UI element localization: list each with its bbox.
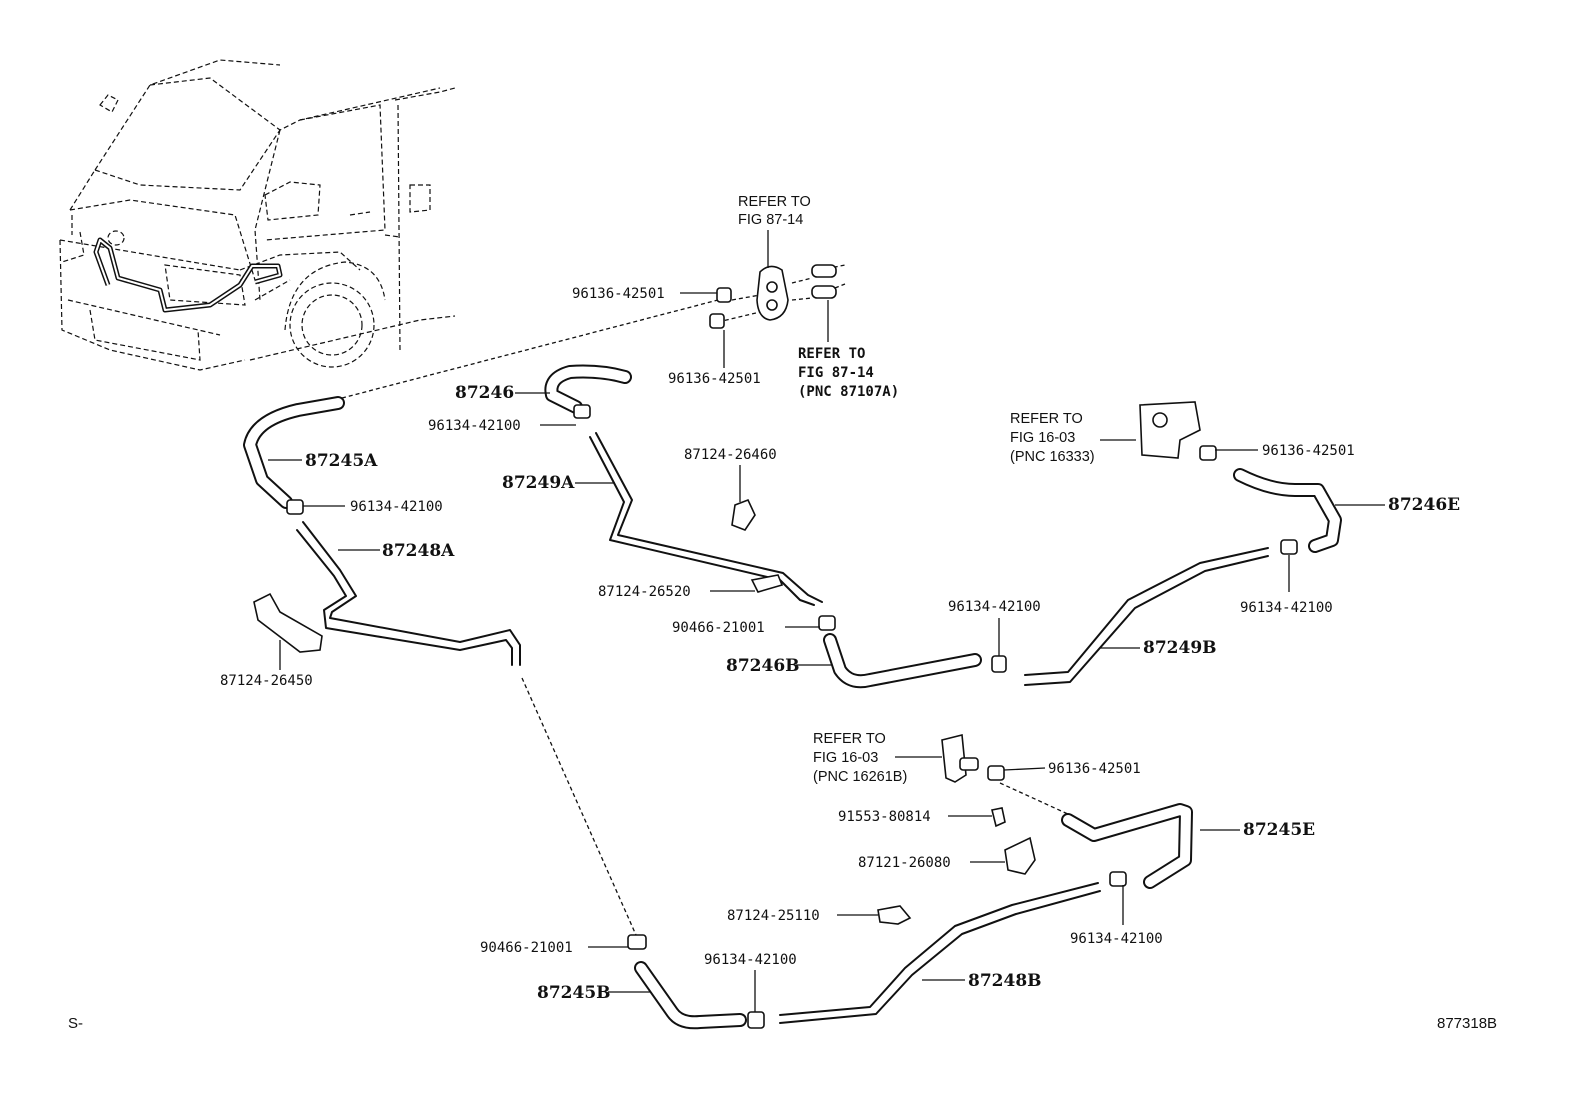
figure-number: 877318B bbox=[1437, 1015, 1497, 1032]
ref-label: (PNC 16333) bbox=[1010, 449, 1095, 465]
part-number: 96134-42100 bbox=[704, 952, 797, 968]
fitting-icon bbox=[941, 733, 967, 783]
part-number: 96136-42501 bbox=[1048, 761, 1141, 777]
part-number: 87245E bbox=[1243, 820, 1315, 840]
part-number: 87246E bbox=[1388, 495, 1460, 515]
part-number: 96134-42100 bbox=[1240, 600, 1333, 616]
part-number: 96134-42100 bbox=[948, 599, 1041, 615]
footer-left-code: S- bbox=[68, 1015, 83, 1032]
part-number: 96136-42501 bbox=[1262, 443, 1355, 459]
ref-label: FIG 16-03 bbox=[1010, 430, 1075, 446]
part-number: 87121-26080 bbox=[858, 855, 951, 871]
vehicle-illustration bbox=[59, 59, 456, 371]
clamp-icon bbox=[286, 499, 304, 515]
part-number: 96136-42501 bbox=[572, 286, 665, 302]
dashed-connections bbox=[341, 264, 1071, 936]
part-number: 87124-26460 bbox=[684, 447, 777, 463]
part-number: 87249B bbox=[1143, 638, 1217, 658]
part-number: 87124-25110 bbox=[727, 908, 820, 924]
clamp-icon bbox=[573, 404, 591, 419]
clamp-icon bbox=[991, 655, 1007, 673]
hoses bbox=[243, 364, 1342, 1030]
clip-icon bbox=[253, 592, 323, 653]
part-number: 87124-26450 bbox=[220, 673, 313, 689]
part-number: 87245B bbox=[537, 983, 611, 1003]
leader-lines bbox=[268, 230, 1385, 1012]
ref-label: (PNC 16261B) bbox=[813, 769, 907, 785]
part-number: 87246B bbox=[726, 656, 800, 676]
clip-icon bbox=[877, 905, 912, 925]
part-number: 87246 bbox=[455, 383, 514, 403]
clamp-icon bbox=[987, 765, 1005, 781]
ref-label: REFER TO bbox=[1010, 411, 1083, 427]
ref-label: FIG 87-14 bbox=[798, 365, 874, 381]
clamp-icon bbox=[1109, 871, 1127, 887]
hose-87248B bbox=[779, 882, 1101, 1024]
part-number: 96134-42100 bbox=[428, 418, 521, 434]
part-number: 90466-21001 bbox=[480, 940, 573, 956]
hose-87249B bbox=[1024, 547, 1269, 686]
clamp-icon bbox=[709, 313, 725, 329]
part-number: 91553-80814 bbox=[838, 809, 931, 825]
part-number: 96136-42501 bbox=[668, 371, 761, 387]
clamp-icon bbox=[627, 934, 647, 950]
labels: REFER TO FIG 87-14 96136-42501 REFER TO … bbox=[68, 194, 1497, 1032]
clamp-icon bbox=[747, 1011, 765, 1029]
ref-label: FIG 16-03 bbox=[813, 750, 878, 766]
grommet-icon bbox=[756, 265, 789, 321]
part-number: 87248B bbox=[968, 971, 1042, 991]
clamp-icon bbox=[818, 615, 836, 631]
ref-label: (PNC 87107A) bbox=[798, 384, 899, 400]
nozzle-icon bbox=[811, 285, 837, 299]
small-parts bbox=[253, 264, 1298, 1029]
part-number: 96134-42100 bbox=[1070, 931, 1163, 947]
part-number: 87248A bbox=[382, 541, 455, 561]
clamp-icon bbox=[1199, 445, 1217, 461]
part-number: 87124-26520 bbox=[598, 584, 691, 600]
ref-label: REFER TO bbox=[798, 346, 865, 362]
part-number: 96134-42100 bbox=[350, 499, 443, 515]
ref-label: REFER TO bbox=[813, 731, 886, 747]
part-number: 87245A bbox=[305, 451, 378, 471]
clamp-icon bbox=[1280, 539, 1298, 555]
bolt-icon bbox=[991, 807, 1006, 828]
part-number: 87249A bbox=[502, 473, 575, 493]
hose-87249A bbox=[589, 432, 823, 606]
ref-label: FIG 87-14 bbox=[738, 212, 803, 228]
engine-bracket-icon bbox=[1139, 401, 1201, 459]
clip-icon bbox=[750, 574, 784, 593]
nozzle-icon bbox=[811, 264, 837, 278]
hose-87248A bbox=[296, 521, 521, 666]
clamp-icon bbox=[716, 287, 732, 303]
ref-label: REFER TO bbox=[738, 194, 811, 210]
part-number: 90466-21001 bbox=[672, 620, 765, 636]
bracket-icon bbox=[1004, 836, 1036, 875]
bracket-icon bbox=[731, 498, 756, 531]
